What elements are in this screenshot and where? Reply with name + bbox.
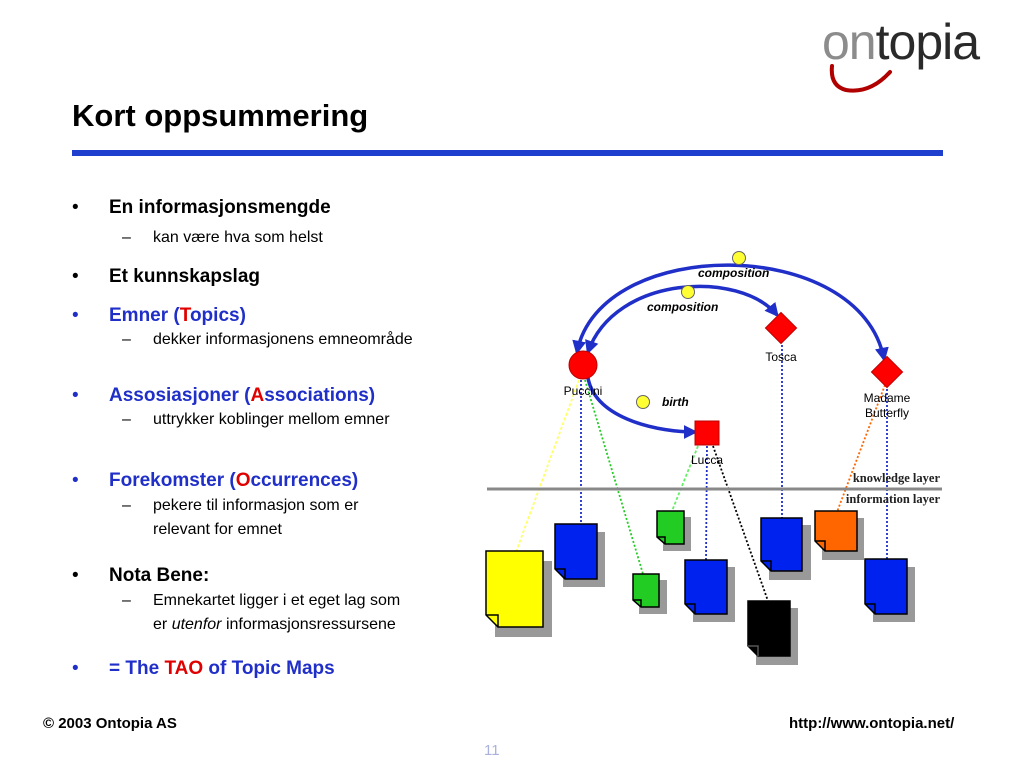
document-icon — [485, 550, 552, 637]
topic-node-tosca — [764, 311, 798, 345]
bullet-text: En informasjonsmengde — [109, 197, 331, 218]
dash-glyph: – — [122, 592, 131, 609]
bullet-glyph: • — [72, 266, 79, 287]
association-node — [681, 285, 695, 299]
occurrence-line — [515, 379, 580, 553]
association-label: composition — [698, 266, 769, 280]
occurrence-line — [584, 379, 644, 575]
document-icon — [684, 559, 735, 622]
bullet-text: Emner (Topics) — [109, 305, 246, 326]
bullet-text: Nota Bene: — [109, 565, 210, 586]
logo-swoosh-icon — [829, 64, 892, 93]
topic-label: Butterfly — [865, 406, 909, 420]
title-rule — [72, 150, 943, 156]
bullet-glyph: • — [72, 385, 79, 406]
occurrence-line — [836, 384, 886, 513]
bullet-glyph: • — [72, 565, 79, 586]
dash-glyph: – — [122, 229, 131, 246]
sub-bullet-text: Emnekartet ligger i et eget lag som — [153, 592, 401, 609]
bullet-glyph: • — [72, 470, 79, 491]
sub-bullet-text: relevant for emnet — [153, 521, 282, 538]
association-arc — [585, 284, 779, 355]
logo-part-topia: topia — [875, 14, 980, 70]
association-label: composition — [647, 300, 718, 314]
association-label: birth — [662, 395, 689, 409]
association-node — [732, 251, 746, 265]
sub-bullet-text: pekere til informasjon som er — [153, 497, 359, 514]
layer-label-information: information layer — [846, 492, 941, 506]
association-arc — [586, 377, 698, 439]
sub-bullet-text: kan være hva som helst — [153, 229, 323, 246]
bullet-glyph: • — [72, 658, 79, 679]
bullet-glyph: • — [72, 305, 79, 326]
dash-glyph: – — [122, 411, 131, 428]
bullet-text: Forekomster (Occurrences) — [109, 470, 359, 491]
topic-label: Puccini — [564, 384, 603, 398]
topic-label: Madame — [864, 391, 911, 405]
footer-url[interactable]: http://www.ontopia.net/ — [789, 715, 955, 732]
dash-glyph: – — [122, 497, 131, 514]
slide-number: 11 — [484, 742, 500, 759]
occurrence-line — [712, 445, 769, 602]
document-icon — [814, 510, 864, 560]
topic-node-puccini — [568, 350, 598, 380]
topic-label: Lucca — [691, 453, 723, 467]
topic-label: Tosca — [765, 350, 797, 364]
bullet-text: Et kunnskapslag — [109, 266, 260, 287]
layer-label-knowledge: knowledge layer — [853, 471, 941, 485]
document-icon — [747, 600, 798, 665]
bullet-text: Assosiasjoner (Associations) — [109, 385, 376, 406]
occurrence-line — [671, 445, 699, 512]
dash-glyph: – — [122, 331, 131, 348]
logo-part-on: on — [822, 14, 877, 70]
bullet-text: = The TAO of Topic Maps — [109, 658, 335, 679]
sub-bullet-text: er — [153, 616, 168, 633]
document-icon — [760, 517, 811, 580]
document-icon — [864, 558, 915, 622]
topic-node-lucca — [694, 420, 720, 446]
document-icon — [632, 573, 667, 614]
sub-bullet-text: informasjonsressursene — [225, 616, 396, 633]
sub-bullet-text: uttrykker koblinger mellom emner — [153, 411, 390, 428]
bullet-glyph: • — [72, 197, 79, 218]
footer-copyright: © 2003 Ontopia AS — [43, 715, 177, 732]
association-node — [636, 395, 650, 409]
emphasis-text: utenfor — [171, 616, 222, 633]
occurrence-line — [705, 445, 708, 561]
topic-node-madame-butterfly — [870, 355, 904, 389]
slide-title: Kort oppsummering — [72, 98, 369, 133]
document-icon — [656, 510, 691, 551]
sub-bullet-text: dekker informasjonens emneområde — [153, 331, 413, 348]
ontopia-logo: ontopia — [818, 14, 1014, 96]
document-icon — [554, 523, 605, 587]
